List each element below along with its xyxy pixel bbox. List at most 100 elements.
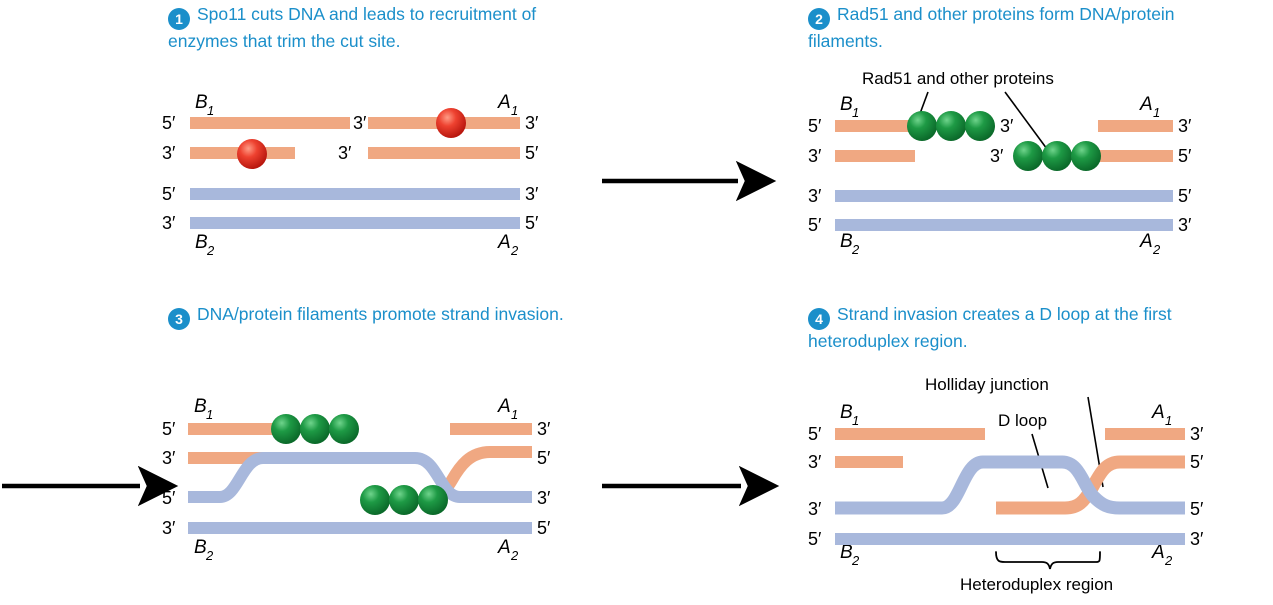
end-label-5prime: 5′ bbox=[808, 424, 822, 444]
strand-B2-top bbox=[835, 190, 1173, 202]
strand-B1-top bbox=[190, 117, 350, 129]
strand-B2-bottom bbox=[835, 219, 1173, 231]
label-B2: B bbox=[840, 542, 853, 563]
strand-A1-bottom bbox=[368, 147, 520, 159]
strand-A1-bottom bbox=[1092, 150, 1173, 162]
strand-B1-top bbox=[835, 428, 985, 440]
strand-B2-top bbox=[190, 188, 520, 200]
label-B1: B bbox=[194, 396, 207, 417]
label-A1-sub: 1 bbox=[1153, 105, 1160, 120]
label-A1: A bbox=[497, 92, 511, 113]
end-label-3prime: 3′ bbox=[537, 488, 551, 508]
end-label-3prime: 3′ bbox=[537, 419, 551, 439]
end-label-5prime: 5′ bbox=[1190, 452, 1204, 472]
step-4-text: Strand invasion creates a D loop at the … bbox=[808, 304, 1172, 351]
label-B1-sub: 1 bbox=[852, 413, 859, 428]
end-label-5prime: 5′ bbox=[537, 518, 551, 538]
strand-B2-displaced bbox=[188, 452, 532, 503]
label-B2: B bbox=[195, 232, 208, 253]
end-label-5prime: 5′ bbox=[537, 448, 551, 468]
step-4-badge: 4 bbox=[808, 308, 830, 330]
strand-B2-displaced bbox=[835, 455, 1185, 515]
label-B1-sub: 1 bbox=[207, 103, 214, 118]
label-B2-sub: 2 bbox=[851, 553, 860, 568]
rad51-protein-icon bbox=[329, 414, 359, 444]
label-A1: A bbox=[1151, 402, 1165, 423]
end-label-3prime: 3′ bbox=[1190, 424, 1204, 444]
strand-B1-bottom bbox=[835, 150, 915, 162]
step-2-badge: 2 bbox=[808, 8, 830, 30]
end-label-3prime: 3′ bbox=[808, 186, 822, 206]
label-A2-sub: 2 bbox=[510, 243, 519, 258]
label-A2-sub: 2 bbox=[1152, 242, 1161, 257]
step-3-diagram: B 1 A 1 B 2 A 2 5′ 3′ 3′ 5′ 5′ 3′ 3′ 5′ bbox=[160, 390, 560, 570]
step-2-diagram: Rad51 and other proteins B 1 A 1 B 2 A 2… bbox=[800, 62, 1200, 262]
rad51-protein-icon bbox=[907, 111, 937, 141]
step-1-badge: 1 bbox=[168, 8, 190, 30]
end-label-5prime: 5′ bbox=[162, 184, 176, 204]
label-A2-sub: 2 bbox=[1164, 553, 1173, 568]
label-A1-sub: 1 bbox=[1165, 413, 1172, 428]
strand-B2-bottom bbox=[190, 217, 520, 229]
rad51-protein-icon bbox=[271, 414, 301, 444]
label-A2: A bbox=[1151, 542, 1165, 563]
strand-B1-top bbox=[835, 120, 910, 132]
step-3-text: DNA/protein filaments promote strand inv… bbox=[197, 304, 564, 324]
end-label-3prime: 3′ bbox=[162, 213, 176, 233]
arrow-step2-to-step3 bbox=[0, 465, 179, 507]
rad51-protein-icon bbox=[418, 485, 448, 515]
end-label-5prime: 5′ bbox=[1190, 499, 1204, 519]
label-A2-sub: 2 bbox=[510, 548, 519, 563]
end-label-3prime: 3′ bbox=[990, 146, 1004, 166]
label-B1-sub: 1 bbox=[206, 407, 213, 422]
end-label-3prime: 3′ bbox=[338, 143, 352, 163]
end-label-3prime: 3′ bbox=[808, 146, 822, 166]
label-A2: A bbox=[497, 537, 511, 558]
end-label-3prime: 3′ bbox=[1190, 529, 1204, 549]
rad51-protein-icon bbox=[389, 485, 419, 515]
spo11-protein-icon bbox=[436, 108, 466, 138]
strand-A1-top bbox=[450, 423, 532, 435]
heteroduplex-brace bbox=[995, 551, 1101, 570]
label-B1: B bbox=[840, 402, 853, 423]
end-label-3prime: 3′ bbox=[808, 499, 822, 519]
label-B1: B bbox=[195, 92, 208, 113]
leader-line bbox=[1004, 91, 1048, 150]
strand-B2-bottom bbox=[835, 533, 1185, 545]
rad51-protein-icon bbox=[360, 485, 390, 515]
end-label-3prime: 3′ bbox=[162, 143, 176, 163]
end-label-5prime: 5′ bbox=[808, 215, 822, 235]
end-label-5prime: 5′ bbox=[162, 113, 176, 133]
end-label-5prime: 5′ bbox=[808, 116, 822, 136]
step-4-diagram: Holliday junction D loop B 1 A 1 B 2 A 2… bbox=[800, 370, 1220, 605]
label-A2: A bbox=[497, 232, 511, 253]
label-B2: B bbox=[840, 231, 853, 252]
annotation-heteroduplex-region: Heteroduplex region bbox=[960, 575, 1113, 594]
end-label-3prime: 3′ bbox=[162, 448, 176, 468]
label-B2-sub: 2 bbox=[205, 548, 214, 563]
end-label-5prime: 5′ bbox=[808, 529, 822, 549]
label-B2: B bbox=[194, 537, 207, 558]
label-B1: B bbox=[840, 94, 853, 115]
step-1-diagram: B 1 A 1 B 2 A 2 5′ 3′ 3′ 3′ 3′ 5′ 5′ 3′ … bbox=[160, 85, 560, 260]
step-2-text: Rad51 and other proteins form DNA/protei… bbox=[808, 4, 1175, 51]
annotation-d-loop: D loop bbox=[998, 411, 1047, 430]
end-label-3prime: 3′ bbox=[1000, 116, 1014, 136]
strand-B1-top bbox=[188, 423, 298, 435]
label-B2-sub: 2 bbox=[206, 243, 215, 258]
end-label-5prime: 5′ bbox=[525, 143, 539, 163]
end-label-5prime: 5′ bbox=[1178, 186, 1192, 206]
end-label-3prime: 3′ bbox=[162, 518, 176, 538]
end-label-3prime: 3′ bbox=[525, 113, 539, 133]
end-label-5prime: 5′ bbox=[525, 213, 539, 233]
strand-B2-bottom bbox=[188, 522, 532, 534]
end-label-5prime: 5′ bbox=[162, 419, 176, 439]
strand-A1-top bbox=[1105, 428, 1185, 440]
label-A1: A bbox=[497, 396, 511, 417]
end-label-3prime: 3′ bbox=[353, 113, 367, 133]
end-label-3prime: 3′ bbox=[1178, 116, 1192, 136]
